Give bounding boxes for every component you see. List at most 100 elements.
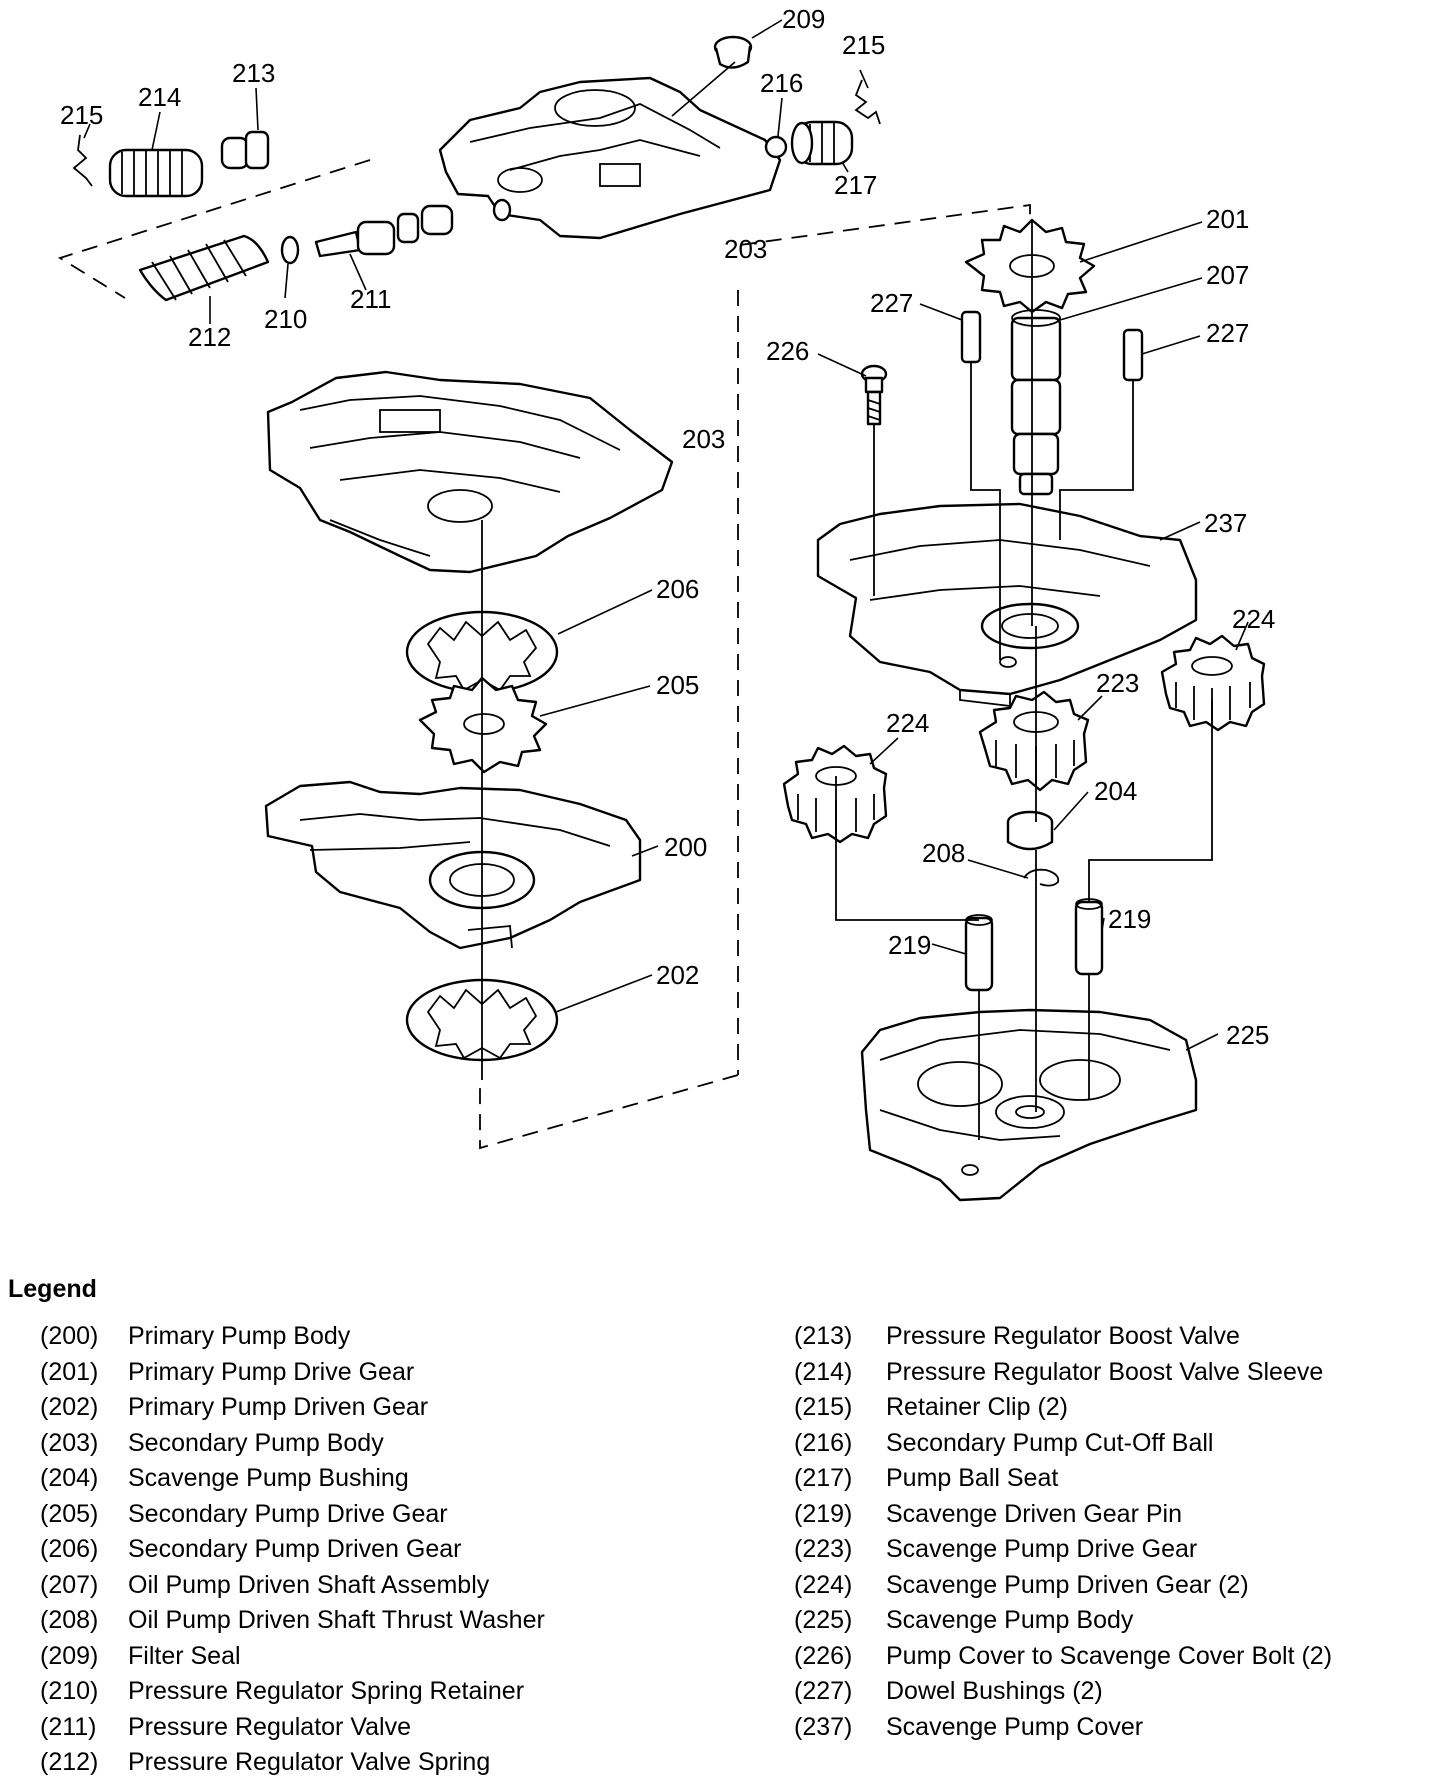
legend-item: (204)Scavenge Pump Bushing — [40, 1464, 545, 1500]
legend-item-number: (237) — [794, 1712, 853, 1741]
legend-item-number: (207) — [40, 1570, 99, 1599]
callout-227-right: 227 — [1206, 318, 1249, 348]
legend-item: (219) Scavenge Driven Gear Pin — [794, 1500, 1332, 1536]
legend-item: (214)Pressure Regulator Boost Valve Slee… — [794, 1358, 1332, 1394]
legend-item-number: (223) — [794, 1535, 853, 1563]
legend-title: Legend — [8, 1275, 97, 1303]
scavenge-pump-body-225 — [860, 1008, 1198, 1202]
filter-seal-209 — [713, 35, 753, 69]
legend-item-number: (227) — [794, 1677, 853, 1705]
secondary-pump-body-left — [266, 370, 674, 574]
legend-item-label: Scavenge Pump Driven Gear (2) — [886, 1570, 1249, 1599]
legend-item-number: (216) — [794, 1428, 853, 1457]
callout-219-left: 219 — [888, 930, 931, 960]
secondary-pump-body-top — [438, 76, 782, 240]
drive-gear-205 — [418, 676, 548, 774]
legend-item-label: Secondary Pump Body — [128, 1428, 384, 1457]
legend-item-label: Pump Ball Seat — [886, 1464, 1059, 1492]
clip-215-right — [854, 79, 881, 125]
legend-item: (203) Secondary Pump Body — [40, 1429, 545, 1465]
scavenge-driven-gear-224-right — [1160, 634, 1266, 732]
callout-204: 204 — [1094, 776, 1137, 806]
ball-seat-217 — [790, 120, 854, 166]
legend-item: (201)Primary Pump Drive Gear — [40, 1358, 545, 1394]
legend-item-number: (200) — [40, 1322, 99, 1350]
legend-item-number: (214) — [794, 1357, 853, 1386]
legend-item: (216)Secondary Pump Cut-Off Ball — [794, 1429, 1332, 1465]
callout-207: 207 — [1206, 260, 1249, 290]
legend-item-label: Scavenge Pump Drive Gear — [886, 1535, 1198, 1563]
callout-205: 205 — [656, 670, 699, 700]
legend-item-number: (225) — [794, 1606, 853, 1634]
cutoff-ball-216 — [764, 135, 788, 159]
retainer-210 — [280, 235, 300, 265]
legend-item: (213)Pressure Regulator Boost Valve — [794, 1322, 1332, 1358]
callout-202: 202 — [656, 960, 699, 990]
callout-226: 226 — [766, 336, 809, 366]
legend-item-label: Pressure Regulator Valve Spring — [128, 1748, 491, 1776]
callout-201: 201 — [1206, 204, 1249, 234]
spring-212 — [138, 234, 270, 302]
legend-item-label: Primary Pump Body — [128, 1322, 351, 1350]
legend-item: (200) Primary Pump Body — [40, 1322, 545, 1358]
thrust-washer-208 — [1023, 868, 1060, 887]
legend-item: (224) Scavenge Pump Driven Gear (2) — [794, 1571, 1332, 1607]
legend-item-label: Scavenge Pump Body — [886, 1606, 1134, 1634]
gear-pin-219-right — [1074, 898, 1104, 976]
callout-224-left: 224 — [886, 708, 929, 738]
legend-left-column: (200) Primary Pump Body (201)Primary Pump… — [40, 1322, 545, 1784]
exploded-view-diagram: 209 215 214 213 216 215 217 201 203 207 … — [57, 4, 1275, 1202]
callout-209: 209 — [782, 4, 825, 34]
legend-item: (217) Pump Ball Seat — [794, 1464, 1332, 1500]
callout-212: 212 — [188, 322, 231, 352]
legend-item: (212) Pressure Regulator Valve Spring — [40, 1748, 545, 1784]
legend-item-number: (204) — [40, 1464, 99, 1492]
clip-215-left — [72, 134, 93, 187]
callout-223: 223 — [1096, 668, 1139, 698]
legend-item-label: Oil Pump Driven Shaft Assembly — [128, 1570, 490, 1599]
legend-item: (207) Oil Pump Driven Shaft Assembly — [40, 1571, 545, 1607]
legend-item-number: (203) — [40, 1428, 99, 1457]
legend-item-number: (205) — [40, 1499, 99, 1528]
callout-213: 213 — [232, 58, 275, 88]
legend-item-number: (210) — [40, 1677, 99, 1705]
dowel-227-left — [960, 310, 982, 364]
callout-224-right: 224 — [1232, 604, 1275, 634]
legend-item-number: (217) — [794, 1464, 853, 1492]
legend-item-number: (208) — [40, 1606, 99, 1634]
legend-item-number: (215) — [794, 1393, 853, 1421]
callout-215-right: 215 — [842, 30, 885, 60]
legend-item: (215)Retainer Clip (2) — [794, 1393, 1332, 1429]
dowel-227-right — [1122, 328, 1144, 382]
callout-206: 206 — [656, 574, 699, 604]
legend-item-label: Pressure Regulator Spring Retainer — [128, 1677, 525, 1705]
legend-item-number: (206) — [40, 1535, 99, 1563]
legend-item: (208) Oil Pump Driven Shaft Thrust Washer — [40, 1606, 545, 1642]
shaft-207 — [1010, 309, 1062, 496]
bushing-204 — [1006, 810, 1054, 851]
callout-225: 225 — [1226, 1020, 1269, 1050]
legend-item: (209)Filter Seal — [40, 1642, 545, 1678]
legend-item-number: (224) — [794, 1570, 853, 1599]
callout-211: 211 — [350, 284, 391, 314]
legend-item-label: Scavenge Driven Gear Pin — [886, 1499, 1182, 1528]
right-axis-lines — [835, 220, 1213, 1140]
callout-200: 200 — [664, 832, 707, 862]
callout-216: 216 — [760, 68, 803, 98]
legend-item-label: Secondary Pump Driven Gear — [128, 1535, 462, 1563]
boost-valve-213 — [220, 130, 270, 170]
callout-208: 208 — [922, 838, 965, 868]
legend-item-number: (213) — [794, 1322, 853, 1350]
legend-item: (237)Scavenge Pump Cover — [794, 1713, 1332, 1749]
callout-215-left: 215 — [60, 100, 103, 130]
legend-item-number: (212) — [40, 1748, 99, 1776]
legend-item-number: (219) — [794, 1499, 853, 1528]
legend-item: (211)Pressure Regulator Valve — [40, 1713, 545, 1749]
sleeve-214 — [108, 148, 204, 198]
legend-item-label: Filter Seal — [128, 1641, 241, 1670]
legend-item-label: Oil Pump Driven Shaft Thrust Washer — [128, 1606, 545, 1634]
callout-labels: 209 215 214 213 216 215 217 201 203 207 … — [60, 4, 1275, 1050]
legend-item-label: Pressure Regulator Valve — [128, 1712, 412, 1741]
legend-item: (210) Pressure Regulator Spring Retainer — [40, 1677, 545, 1713]
legend-item-label: Pump Cover to Scavenge Cover Bolt (2) — [886, 1641, 1333, 1670]
